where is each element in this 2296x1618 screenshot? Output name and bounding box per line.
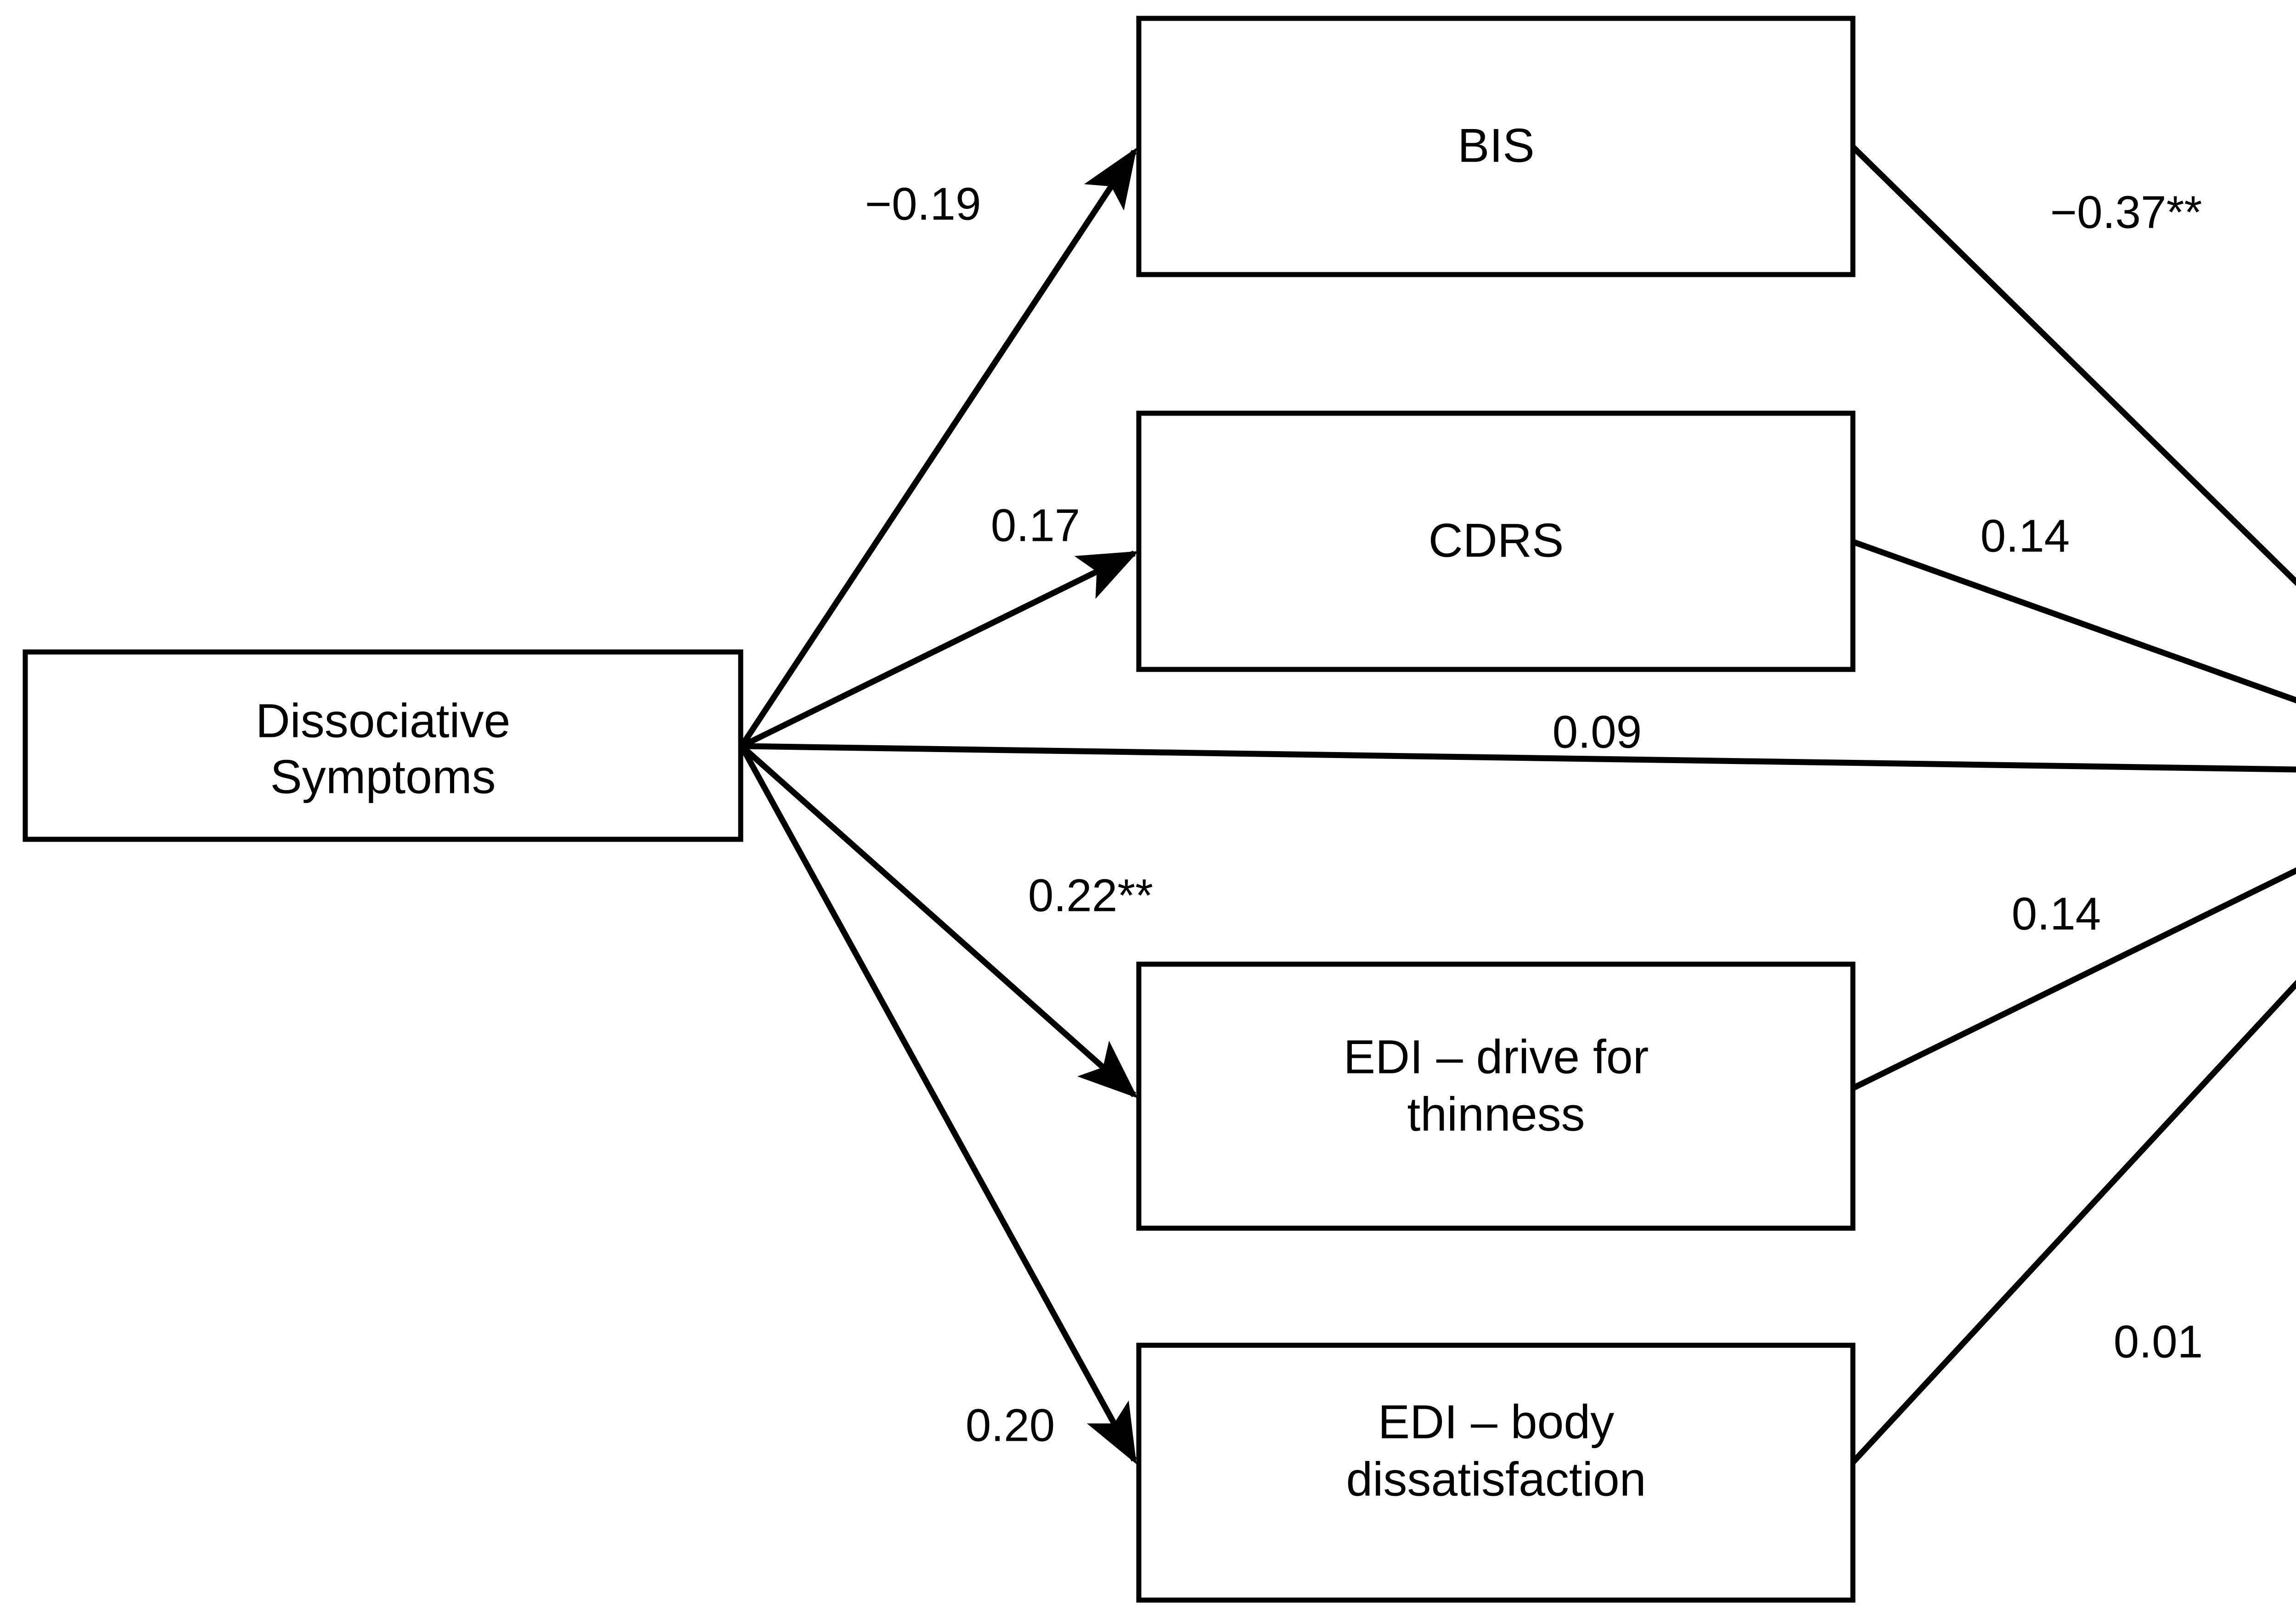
path-line-dissociative-to-cdrs	[740, 551, 1139, 749]
node-label-edi-drive-for-thinness-line1: EDI – drive for	[1344, 1030, 1649, 1084]
coefficient-label-dissociative-to-cdrs: 0.17	[991, 500, 1080, 551]
path-line-bis-to-suicidality	[1851, 145, 2296, 586]
node-cdrs[interactable]: CDRS	[1136, 410, 1856, 672]
node-label-edi-body-dissatisfaction-line1: EDI – body	[1378, 1395, 1615, 1449]
path-line-dissociative-to-suicidality	[741, 743, 2296, 773]
node-box-cdrs	[1136, 410, 1856, 672]
coefficient-label-cdrs-to-suicidality: 0.14	[1981, 510, 2070, 562]
node-box-edi-body-dissatisfaction	[1136, 1343, 1856, 1603]
coefficient-label-dissociative-to-bis: −0.19	[865, 178, 981, 230]
coefficient-label-edi-body-dissatisfaction-to-suicidality: 0.01	[2114, 1316, 2203, 1367]
coefficient-label-dissociative-to-edi-body-dissatisfaction: 0.20	[966, 1399, 1055, 1451]
node-edi-body-dissatisfaction[interactable]: EDI – body dissatisfaction	[1136, 1343, 1856, 1603]
node-label-edi-drive-for-thinness-line2: thinness	[1407, 1088, 1585, 1141]
node-label-cdrs: CDRS	[1429, 514, 1564, 567]
path-line-dissociative-to-bis	[739, 147, 1137, 748]
node-label-dissociative-symptoms-line2: Symptoms	[270, 750, 495, 803]
path-line-cdrs-to-suicidality	[1851, 539, 2296, 703]
node-dissociative-symptoms[interactable]: Dissociative Symptoms	[23, 649, 743, 842]
coefficient-label-dissociative-to-edi-drive-for-thinness: 0.22**	[1028, 870, 1153, 921]
node-edi-drive-for-thinness[interactable]: EDI – drive for thinness	[1136, 961, 1856, 1231]
node-label-dissociative-symptoms-line1: Dissociative	[256, 694, 511, 747]
path-line-edi-drive-for-thinness-to-suicidality	[1851, 867, 2296, 1091]
path-line-dissociative-to-edi-body-dissatisfaction	[739, 744, 1137, 1465]
coefficient-label-bis-to-suicidality: −0.37**	[2050, 186, 2202, 238]
node-label-edi-body-dissatisfaction-line2: dissatisfaction	[1346, 1453, 1646, 1506]
path-line-edi-body-dissatisfaction-to-suicidality	[1851, 980, 2296, 1465]
node-label-bis: BIS	[1458, 119, 1535, 172]
node-box-edi-drive-for-thinness	[1136, 961, 1856, 1231]
coefficient-label-dissociative-to-suicidality: 0.09	[1553, 706, 1642, 758]
node-bis[interactable]: BIS	[1136, 16, 1856, 277]
coefficient-label-edi-drive-for-thinness-to-suicidality: 0.14	[2012, 888, 2101, 939]
path-line-dissociative-to-edi-drive-for-thinness	[739, 744, 1138, 1098]
node-box-dissociative-symptoms	[23, 649, 743, 842]
node-box-bis	[1136, 16, 1856, 277]
